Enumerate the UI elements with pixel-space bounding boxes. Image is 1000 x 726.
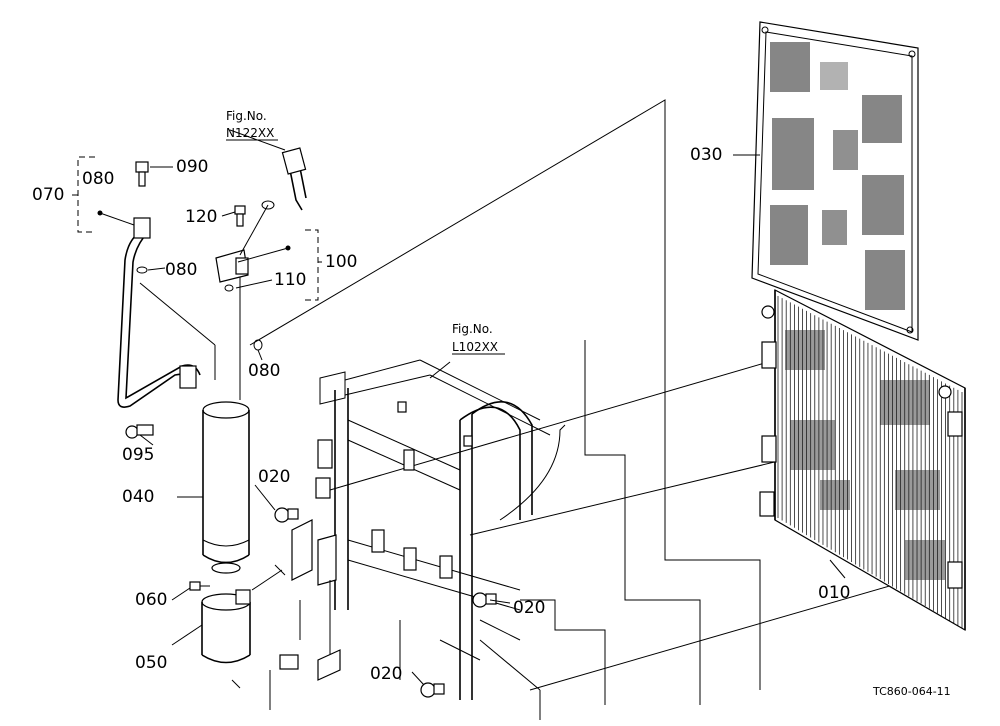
label-020-b: 020: [513, 598, 545, 618]
mounting-frame: [231, 359, 566, 720]
label-080-b: 080: [165, 260, 197, 280]
label-040: 040: [122, 487, 154, 507]
drawing-code: TC860-064-11: [872, 685, 951, 698]
condenser-010[interactable]: [759, 289, 966, 632]
o-ring-080-c[interactable]: [224, 284, 234, 292]
screen-panel-030[interactable]: [751, 21, 919, 341]
label-070: 070: [32, 185, 64, 205]
o-ring-080-b[interactable]: [253, 339, 263, 351]
label-020-a: 020: [258, 467, 290, 487]
o-ring-080-a[interactable]: [136, 266, 148, 274]
label-030: 030: [690, 145, 722, 165]
bolt-095[interactable]: [125, 424, 154, 439]
label-050: 050: [135, 653, 167, 673]
receiver-drier-040[interactable]: [202, 401, 250, 574]
part-labels: 030 010 020 020 020 040 050 060 070 080 …: [32, 109, 951, 698]
label-100: 100: [325, 252, 357, 272]
bracket-050[interactable]: [201, 564, 286, 664]
label-120: 120: [185, 207, 217, 227]
pipe-assembly-070[interactable]: [97, 210, 201, 408]
fig-ref-frame-line1: Fig.No.: [452, 322, 493, 336]
label-060: 060: [135, 590, 167, 610]
fig-ref-frame-line2: L102XX: [452, 340, 498, 354]
label-080-c: 080: [248, 361, 280, 381]
bracket-100: [305, 229, 319, 301]
label-095: 095: [122, 445, 154, 465]
bolt-020-a[interactable]: [274, 507, 299, 523]
label-110: 110: [274, 270, 306, 290]
hose-fitting: [239, 147, 307, 256]
bolt-060[interactable]: [189, 581, 210, 591]
label-090: 090: [176, 157, 208, 177]
fig-ref-hose-line1: Fig.No.: [226, 109, 267, 123]
bolt-120[interactable]: [234, 205, 246, 227]
bolt-020-c[interactable]: [420, 682, 445, 698]
bolt-090[interactable]: [135, 161, 149, 187]
fig-ref-hose-line2: N122XX: [226, 126, 274, 140]
label-080-a: 080: [82, 169, 114, 189]
condenser-fins: [777, 296, 963, 628]
label-020-c: 020: [370, 664, 402, 684]
bolt-020-b[interactable]: [472, 592, 497, 608]
label-010: 010: [818, 583, 850, 603]
